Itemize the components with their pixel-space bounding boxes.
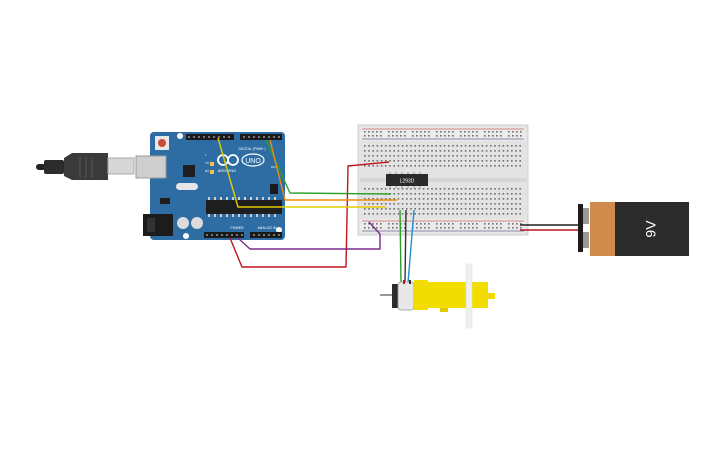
power-label: POWER xyxy=(230,226,244,230)
battery-9v[interactable]: 9V xyxy=(578,202,689,256)
wire-yellow-signal[interactable] xyxy=(217,137,386,208)
rx-label: RX xyxy=(205,169,209,173)
analog-label: ANALOG IN xyxy=(257,226,277,230)
wire-green-motor[interactable] xyxy=(399,209,402,284)
usb-cable[interactable] xyxy=(36,153,135,180)
usb-port xyxy=(135,155,167,179)
digital-label: DIGITAL (PWM~) xyxy=(238,147,265,151)
l-label: L xyxy=(205,153,207,157)
uno-label: UNO xyxy=(245,158,261,165)
arduino-uno-board[interactable]: UNO ARDUINO DIGITAL (PWM~) POWER ANALOG … xyxy=(135,132,285,240)
battery-label: 9V xyxy=(643,220,659,238)
on-label: ON xyxy=(271,165,276,169)
breadboard-holes xyxy=(364,131,522,229)
wire-blue-motor[interactable] xyxy=(407,209,415,284)
wire-orange-signal[interactable] xyxy=(269,139,397,201)
wire-red-power[interactable] xyxy=(229,161,390,268)
breadboard[interactable]: L293D xyxy=(357,124,529,236)
chip-label: L293D xyxy=(400,179,415,185)
l293d-chip[interactable]: L293D xyxy=(386,172,428,188)
dc-gear-motor[interactable] xyxy=(380,263,495,329)
wire-purple-ground[interactable] xyxy=(237,221,381,250)
reset-button[interactable] xyxy=(158,139,166,147)
wire-dark-motor[interactable] xyxy=(404,209,407,284)
tx-label: TX xyxy=(205,161,209,165)
